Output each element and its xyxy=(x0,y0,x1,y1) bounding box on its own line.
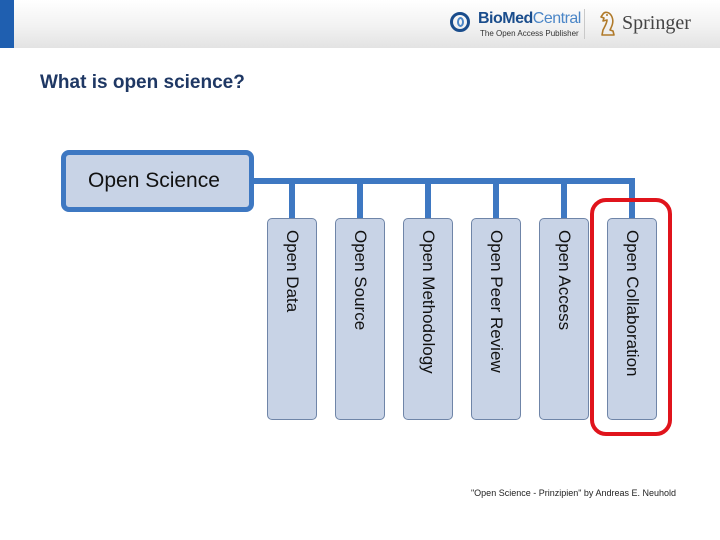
biomed-logo-icon xyxy=(450,12,470,32)
springer-logo-name: Springer xyxy=(622,12,691,34)
highlight-frame-open-collaboration xyxy=(590,198,672,436)
image-credit-caption: "Open Science - Prinzipien" by Andreas E… xyxy=(470,488,676,498)
biomed-logo-tagline: The Open Access Publisher xyxy=(480,29,579,38)
springer-knight-icon xyxy=(600,11,615,36)
branch-label: Open Source xyxy=(351,230,370,331)
branch-label: Open Data xyxy=(283,230,302,313)
branch-label: Open Access xyxy=(555,230,574,331)
logo-divider xyxy=(584,9,585,39)
branch-open-methodology: Open Methodology xyxy=(403,218,453,420)
springer-logo: Springer xyxy=(598,8,708,40)
branch-open-data: Open Data xyxy=(267,218,317,420)
branch-label: Open Collaboration xyxy=(623,230,642,377)
slide-title: What is open science? xyxy=(40,72,245,93)
biomed-central-logo: BioMedCentral The Open Access Publisher xyxy=(450,10,581,40)
biomed-logo-name: BioMedCentral xyxy=(478,10,581,27)
root-node-label: Open Science xyxy=(88,169,220,192)
branch-open-peer-review: Open Peer Review xyxy=(471,218,521,420)
header-band xyxy=(14,0,720,48)
branch-open-source: Open Source xyxy=(335,218,385,420)
branch-label: Open Peer Review xyxy=(487,230,506,373)
branch-open-collaboration: Open Collaboration xyxy=(607,218,657,420)
branch-label: Open Methodology xyxy=(419,230,438,374)
branch-open-access: Open Access xyxy=(539,218,589,420)
root-node: Open Science xyxy=(61,150,254,212)
accent-bar xyxy=(0,0,14,48)
